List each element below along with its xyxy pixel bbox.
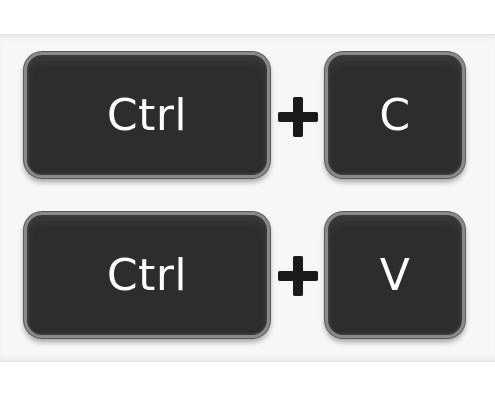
plus-icon [278, 256, 318, 296]
ctrl-key: Ctrl [24, 52, 270, 178]
plus-icon [278, 97, 318, 137]
ctrl-key-label: Ctrl [106, 89, 188, 141]
c-key: C [325, 52, 465, 178]
ctrl-key: Ctrl [24, 212, 270, 338]
c-key-label: C [379, 89, 411, 141]
v-key-label: V [379, 249, 411, 301]
v-key: V [325, 212, 465, 338]
ctrl-key-label: Ctrl [106, 249, 188, 301]
